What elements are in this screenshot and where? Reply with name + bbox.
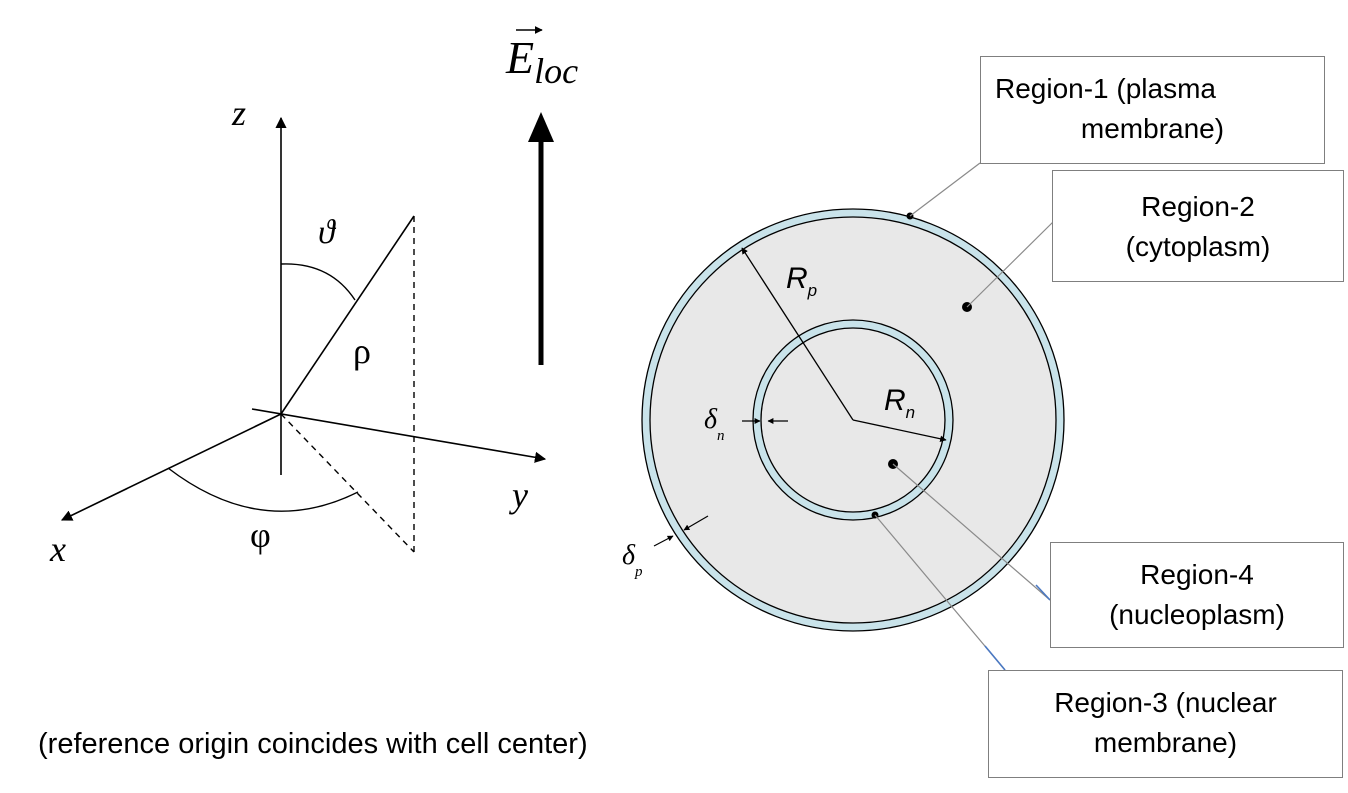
x-axis [60, 413, 282, 521]
delta-p-subscript: p [635, 564, 643, 580]
region2-box: Region-2 (cytoplasm) [1052, 170, 1344, 282]
cell-diagram [641, 162, 1065, 671]
region3-leader-tail [984, 645, 1006, 671]
delta-n-symbol: δ [704, 404, 718, 435]
region3-line1: Region-3 (nuclear [1054, 687, 1277, 718]
region2-line1: Region-2 [1141, 191, 1255, 222]
field-subscript: loc [534, 51, 579, 91]
region3-box: Region-3 (nuclear membrane) [988, 670, 1343, 778]
region4-leader [892, 463, 1051, 601]
region4-line1: Region-4 [1140, 559, 1254, 590]
region3-line2: membrane) [1093, 727, 1238, 758]
region4-line2: (nucleoplasm) [1109, 599, 1285, 630]
delta-p-label: δp [622, 540, 643, 580]
rp-subscript: p [807, 281, 818, 300]
phi-arc [167, 467, 359, 512]
rp-arrow [741, 247, 854, 421]
delta-p-arrow-inner [683, 515, 709, 531]
region2-leader [966, 221, 1054, 308]
coordinate-system [60, 116, 547, 553]
projection-floor [280, 413, 415, 553]
rn-arrow [852, 419, 947, 442]
region3-leader [874, 514, 1006, 671]
axis-label-y: y [512, 475, 528, 515]
region1-line2: membrane) [1080, 113, 1225, 144]
region4-leader-tail [1035, 584, 1051, 601]
theta-arc [280, 263, 356, 301]
rho-vector [280, 215, 415, 415]
field-arrow [516, 26, 554, 365]
angle-label-phi: φ [250, 515, 271, 555]
rp-label: Rp [786, 262, 817, 300]
axis-label-z: z [232, 93, 247, 133]
region4-box: Region-4 (nucleoplasm) [1050, 542, 1344, 648]
field-label: Eloc [506, 28, 578, 91]
region1-leader [909, 162, 981, 217]
delta-n-label: δn [704, 404, 725, 444]
axis-label-x: x [50, 529, 66, 569]
rn-label: Rn [884, 384, 915, 422]
radius-label-rho: ρ [353, 331, 371, 371]
region1-line1: Region-1 (plasma [995, 73, 1216, 104]
angle-label-theta: ϑ [318, 214, 335, 251]
region2-line2: (cytoplasm) [1125, 231, 1271, 262]
rn-subscript: n [905, 403, 916, 422]
delta-n-subscript: n [717, 428, 725, 444]
region1-box: Region-1 (plasma membrane) [980, 56, 1325, 164]
delta-p-arrow-outer [653, 535, 674, 547]
field-symbol: E [506, 32, 535, 83]
rn-symbol: R [884, 384, 906, 417]
y-axis [251, 408, 547, 463]
delta-p-symbol: δ [622, 540, 636, 571]
caption: (reference origin coincides with cell ce… [38, 728, 588, 760]
rp-symbol: R [786, 262, 808, 295]
